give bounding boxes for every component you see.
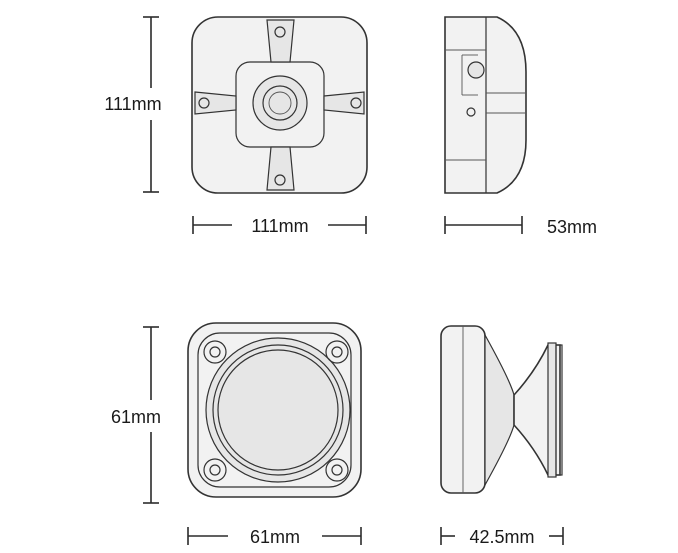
large-box-side-view xyxy=(444,16,527,194)
label-bottom-depth: 42.5mm xyxy=(469,527,534,547)
dim-bottom-height: 61mm xyxy=(111,326,161,504)
dim-bottom-width: 61mm xyxy=(187,527,362,547)
small-siren-front-view xyxy=(187,322,362,498)
label-top-height: 111mm xyxy=(104,94,161,114)
label-side-depth: 53mm xyxy=(547,217,597,237)
small-siren-side-view xyxy=(440,325,563,494)
label-bottom-height: 61mm xyxy=(111,407,161,427)
label-bottom-width: 61mm xyxy=(250,527,300,547)
dim-bottom-depth: 42.5mm xyxy=(440,527,564,547)
dim-side-depth: 53mm xyxy=(444,216,597,237)
large-box-front-view xyxy=(191,16,368,194)
dim-top-width: 111mm xyxy=(192,216,367,236)
label-top-width: 111mm xyxy=(251,216,308,236)
dim-top-height: 111mm xyxy=(104,16,162,193)
